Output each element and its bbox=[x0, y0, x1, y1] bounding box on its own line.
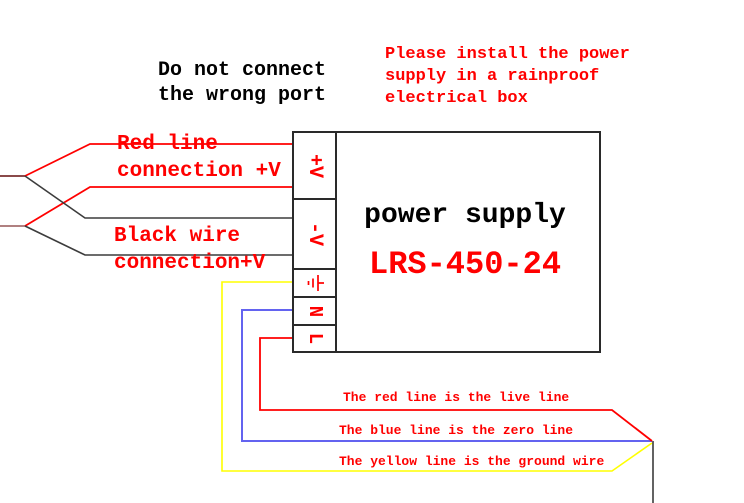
black-wire-minusv-lower bbox=[24, 225, 292, 256]
black-wire-note-line2: connection+V bbox=[114, 252, 266, 275]
ground-wire-note: The yellow line is the ground wire bbox=[339, 454, 605, 469]
warning-note-line1: Do not connect bbox=[157, 59, 327, 82]
zero-line-note: The blue line is the zero line bbox=[339, 423, 574, 438]
warning-note-line2: the wrong port bbox=[157, 84, 327, 107]
install-note-line2: supply in a rainproof bbox=[385, 67, 600, 86]
black-wire-note: Black wire connection+V bbox=[114, 223, 265, 277]
install-note-line3: electrical box bbox=[385, 89, 528, 108]
yellow-ground-wire bbox=[221, 281, 653, 472]
red-wire-note: Red line connection +V bbox=[117, 131, 281, 185]
blue-neutral-wire bbox=[241, 309, 652, 442]
red-wire-note-line1: Red line bbox=[117, 133, 218, 156]
power-supply-box: +V -V N L bbox=[292, 131, 601, 353]
red-wire-plusv-lower bbox=[24, 186, 292, 227]
install-note: Please install the power supply in a rai… bbox=[385, 44, 645, 110]
live-line-note: The red line is the live line bbox=[343, 390, 570, 405]
terminal-neutral: N bbox=[294, 298, 335, 326]
terminal-column: +V -V N L bbox=[294, 133, 337, 351]
terminal-ground bbox=[294, 270, 335, 298]
red-live-wire bbox=[259, 337, 653, 442]
black-wire-minusv-upper bbox=[24, 175, 292, 219]
warning-note: Do not connect the wrong port bbox=[148, 58, 336, 108]
terminal-live: L bbox=[294, 326, 335, 351]
terminal-minus-v: -V bbox=[294, 200, 335, 270]
terminal-plus-v: +V bbox=[294, 133, 335, 200]
install-note-line1: Please install the power bbox=[385, 45, 630, 64]
black-wire-note-line1: Black wire bbox=[114, 225, 241, 248]
red-wire-plusv-upper bbox=[24, 143, 292, 177]
device-name: power supply bbox=[364, 200, 566, 231]
device-model: LRS-450-24 bbox=[368, 246, 562, 283]
earth-ground-icon bbox=[307, 275, 324, 291]
red-wire-note-line2: connection +V bbox=[117, 160, 281, 183]
